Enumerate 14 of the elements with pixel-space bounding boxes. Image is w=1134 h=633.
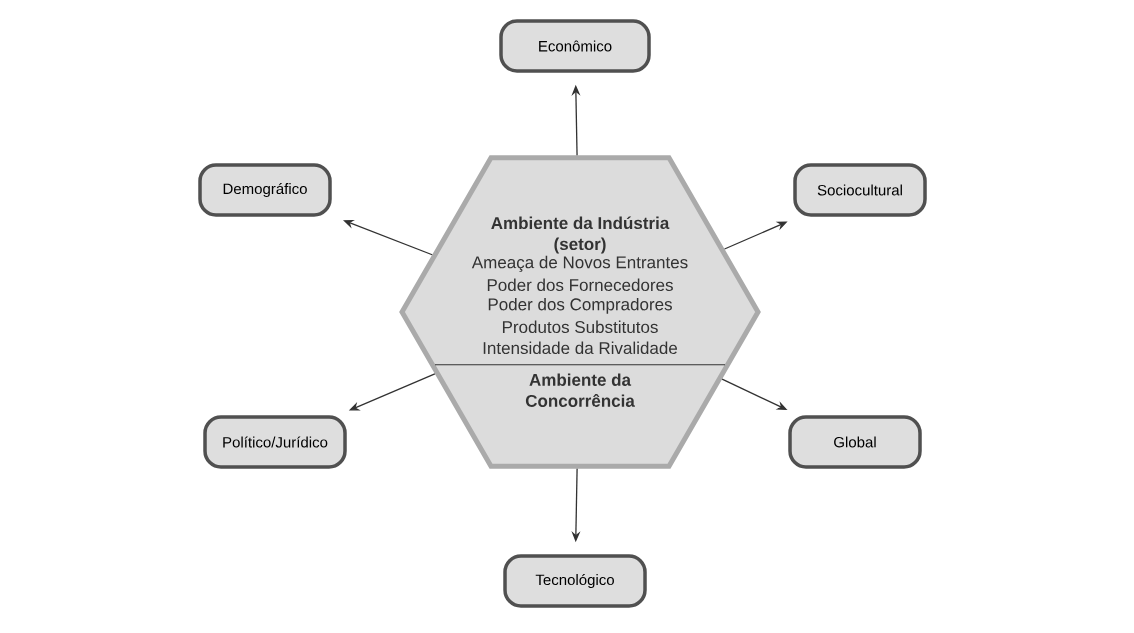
list-item: Produtos Substitutos — [502, 320, 658, 334]
heading: Ambiente da Concorrência — [525, 373, 635, 407]
list-item: Poder dos Compradores — [488, 297, 672, 314]
rounded-box: Tecnológico — [503, 554, 647, 608]
rounded-box: Global — [788, 415, 922, 469]
list-item: Intensidade da Rivalidade — [483, 341, 678, 355]
rounded-box: Demográfico — [198, 163, 332, 217]
hexagon — [399, 155, 761, 469]
heading: Ambiente da Indústria (setor) — [491, 216, 670, 254]
rounded-box: Político/Jurídico — [203, 415, 347, 469]
rounded-box: Econômico — [499, 19, 651, 73]
list-item: Ameaça de Novos Entrantes — [471, 255, 688, 272]
rounded-box: Sociocultural — [793, 163, 927, 217]
list-item: Poder dos Fornecedores — [487, 278, 673, 292]
